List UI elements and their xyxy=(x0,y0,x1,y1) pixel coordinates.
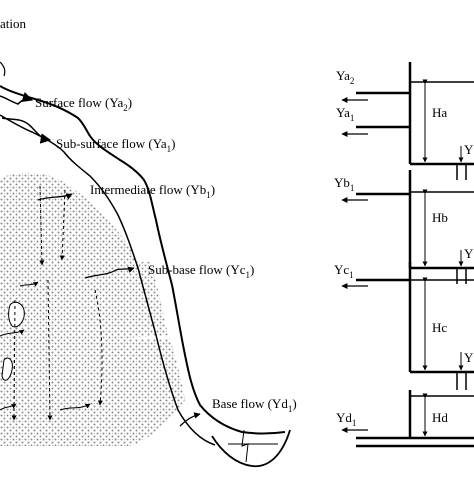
drain-label-3: Y xyxy=(464,350,474,365)
surface-flow-arrow xyxy=(0,92,33,105)
soil-void xyxy=(8,301,25,328)
base-flow-label: Base flow (Yd1) xyxy=(212,396,297,414)
outlet-label-yc1: Yc1 xyxy=(334,262,354,280)
height-label-hb: Hb xyxy=(432,210,448,225)
outlet-label-ya1: Ya1 xyxy=(336,105,354,123)
height-label-hd: Hd xyxy=(432,410,448,425)
tank-c xyxy=(341,262,474,390)
intermediate-soil-layer xyxy=(0,172,140,272)
percolation-arrows xyxy=(11,185,103,421)
sub-base-flow-label: Sub-base flow (Yc1) xyxy=(148,262,254,280)
hillslope-section: Surface flow (Ya2) Sub-surface flow (Ya1… xyxy=(0,61,297,467)
percolation-arrow xyxy=(11,299,17,421)
stream-channel xyxy=(211,429,291,467)
intermediate-flow-arrow xyxy=(37,193,73,201)
tank-a xyxy=(341,62,474,180)
lateral-arrow xyxy=(19,281,39,287)
outlet-label-ya2: Ya2 xyxy=(336,68,354,86)
base-soil-layer xyxy=(0,338,185,446)
height-label-hc: Hc xyxy=(432,320,447,335)
subsurface-flow-arrow xyxy=(1,117,52,144)
tank-d xyxy=(341,390,474,448)
lateral-arrow xyxy=(59,403,91,411)
header-title-fragment: ation xyxy=(0,16,26,31)
lateral-arrow xyxy=(0,403,17,411)
soil-void xyxy=(1,357,13,381)
hillslope-surface xyxy=(0,85,286,435)
outlet-label-yb1: Yb1 xyxy=(334,175,354,193)
tank-b xyxy=(341,170,474,284)
intermediate-flow-label: Intermediate flow (Yb1) xyxy=(90,182,215,200)
height-label-ha: Ha xyxy=(432,105,447,120)
tank-model xyxy=(341,62,474,448)
tank-labels: Ya2 Ya1 Yb1 Yc1 Yd1 Ha Hb Hc Hd Y Y Y xyxy=(334,68,474,428)
outlet-label-yd1: Yd1 xyxy=(336,410,356,428)
surface-flow-label: Surface flow (Ya2) xyxy=(35,95,132,113)
lateral-arrow xyxy=(0,329,25,337)
infiltration-loop xyxy=(0,61,6,77)
percolation-arrow xyxy=(47,279,53,421)
percolation-arrow xyxy=(39,185,45,266)
sub-base-flow-arrow xyxy=(84,266,135,279)
stream-bed-mark xyxy=(241,429,249,463)
base-flow-arrow xyxy=(179,412,201,427)
lateral-arrows xyxy=(0,281,91,411)
subsurface-flow-label: Sub-surface flow (Ya1) xyxy=(56,136,175,154)
drain-label-2: Y xyxy=(464,246,474,261)
drain-label-1: Y xyxy=(464,142,474,157)
sub-base-soil-layer xyxy=(0,262,168,360)
